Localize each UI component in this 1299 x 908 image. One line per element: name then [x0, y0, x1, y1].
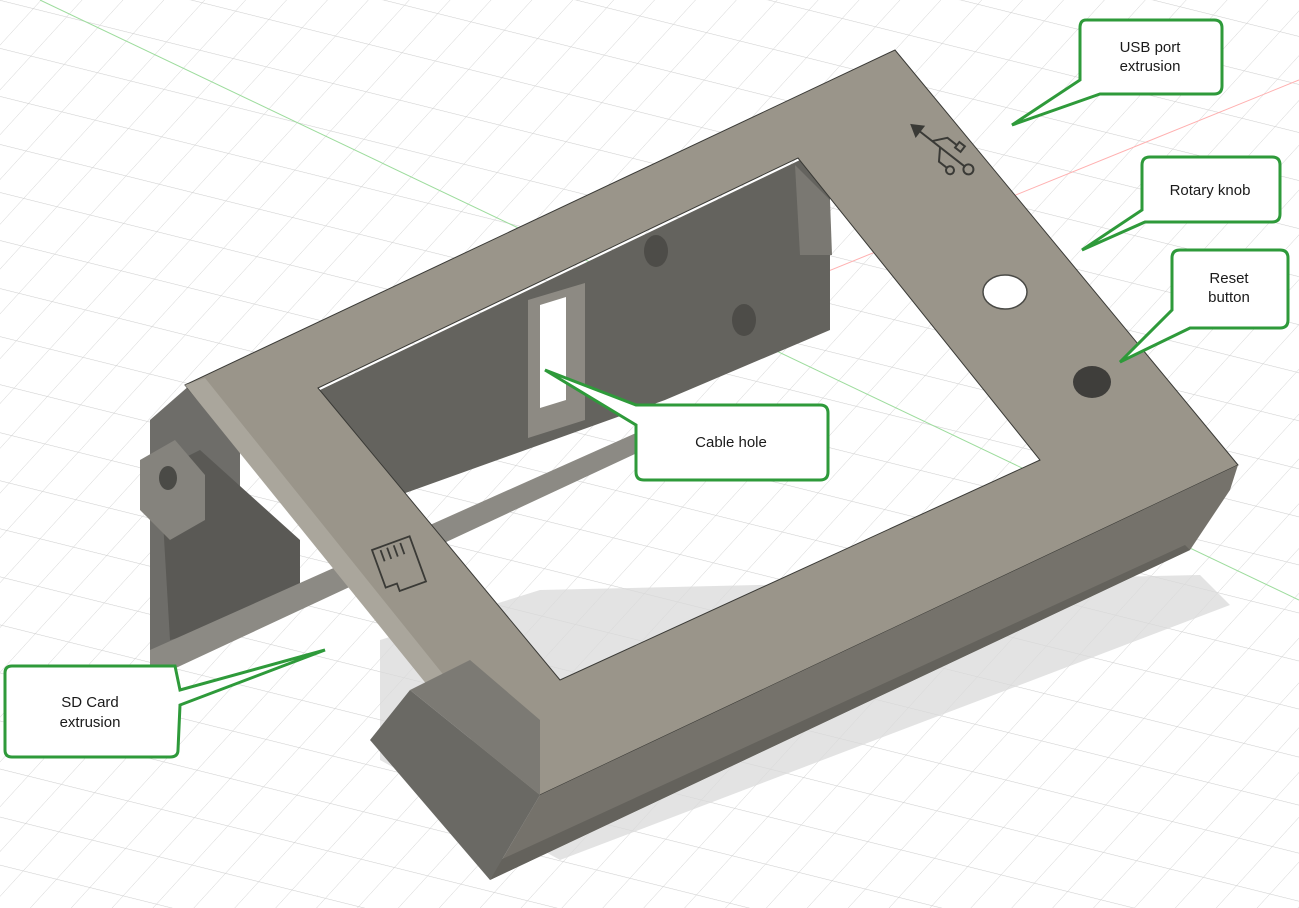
callout-sd-card: SD Card extrusion — [3, 648, 326, 759]
face-plate-front-edge — [490, 465, 1238, 880]
callout-reset-line2: button — [1208, 289, 1250, 306]
back-wall-hole-1 — [644, 235, 668, 267]
callout-usb-port: USB port extrusion — [1011, 18, 1224, 127]
callout-cable-hole: Cable hole — [544, 368, 830, 482]
cable-hole — [540, 297, 566, 408]
front-leg — [370, 690, 540, 880]
callout-sd-line1: SD Card — [61, 694, 119, 711]
front-leg-side — [410, 660, 540, 795]
rotary-knob-hole — [982, 274, 1028, 310]
face-plate-front-lower — [490, 545, 1190, 880]
callout-rotary-knob: Rotary knob — [1081, 155, 1282, 252]
usb-icon — [910, 123, 975, 176]
callout-reset-button: Reset button — [1118, 248, 1290, 364]
left-bracket-hole — [159, 466, 177, 490]
callout-sd-line2: extrusion — [60, 714, 121, 731]
reset-button-hole — [1073, 366, 1111, 398]
back-wall-right-post — [795, 165, 832, 255]
callout-reset-line1: Reset — [1209, 270, 1249, 287]
callout-rotary-line1: Rotary knob — [1170, 182, 1251, 199]
sd-card-icon — [370, 535, 428, 593]
callout-usb-line2: extrusion — [1120, 58, 1181, 75]
callout-cable-line1: Cable hole — [695, 434, 767, 451]
left-bracket-tab — [140, 440, 205, 540]
callout-usb-line1: USB port — [1120, 39, 1182, 56]
back-wall-hole-2 — [732, 304, 756, 336]
enclosure-model — [140, 49, 1239, 880]
